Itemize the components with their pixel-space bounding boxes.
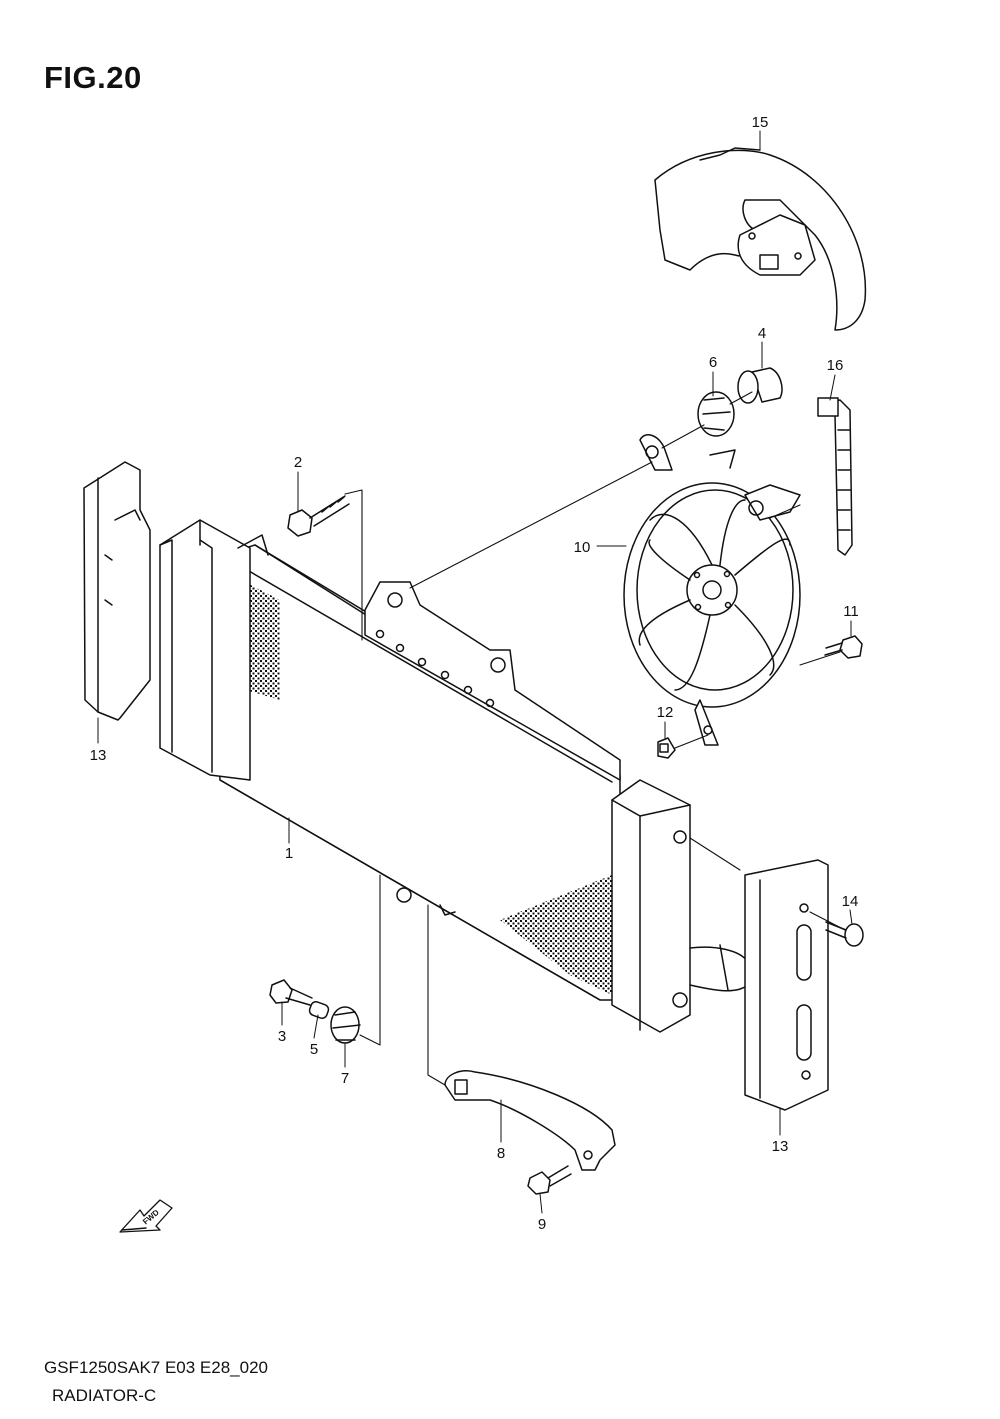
callout-11: 11 bbox=[843, 603, 859, 620]
guide-lines bbox=[344, 391, 846, 1086]
callout-10: 10 bbox=[574, 539, 591, 556]
callout-3: 3 bbox=[278, 1028, 286, 1045]
callout-13-left: 13 bbox=[90, 747, 107, 764]
figure-code: GSF1250SAK7 E03 E28_020 bbox=[44, 1358, 268, 1377]
callout-2: 2 bbox=[294, 454, 302, 471]
collar-5 bbox=[308, 1001, 330, 1019]
callout-6: 6 bbox=[709, 354, 717, 371]
bolt-11 bbox=[824, 635, 863, 659]
radiator-core bbox=[159, 519, 749, 1033]
callout-16: 16 bbox=[827, 357, 844, 374]
callout-12: 12 bbox=[657, 704, 674, 721]
bolt-3 bbox=[269, 979, 313, 1006]
figure-name: RADIATOR-C bbox=[52, 1386, 157, 1405]
screw-14 bbox=[825, 921, 864, 947]
leader-lines bbox=[97, 130, 853, 1214]
cable-tie bbox=[817, 397, 853, 556]
grommet-6 bbox=[697, 391, 735, 437]
figure-title: FIG.20 bbox=[44, 60, 142, 95]
side-shroud-right bbox=[744, 859, 829, 1111]
callout-9: 9 bbox=[538, 1216, 546, 1233]
bolt-2 bbox=[287, 495, 350, 537]
callout-7: 7 bbox=[341, 1070, 349, 1087]
callout-4: 4 bbox=[758, 325, 766, 342]
bolt-9 bbox=[527, 1165, 572, 1195]
cooling-fan bbox=[623, 434, 801, 746]
callout-15: 15 bbox=[752, 114, 769, 131]
grommet-7 bbox=[330, 1006, 361, 1044]
side-shroud-left bbox=[83, 461, 151, 721]
callout-1: 1 bbox=[285, 845, 293, 862]
forward-arrow bbox=[119, 1199, 173, 1233]
fan-cover bbox=[654, 147, 867, 331]
radiator-bracket bbox=[444, 1070, 616, 1171]
callout-8: 8 bbox=[497, 1145, 505, 1162]
spacer-4 bbox=[737, 367, 783, 404]
nut-12 bbox=[657, 737, 676, 759]
callout-14: 14 bbox=[842, 893, 859, 910]
callout-13-right: 13 bbox=[772, 1138, 789, 1155]
callout-5: 5 bbox=[310, 1041, 318, 1058]
